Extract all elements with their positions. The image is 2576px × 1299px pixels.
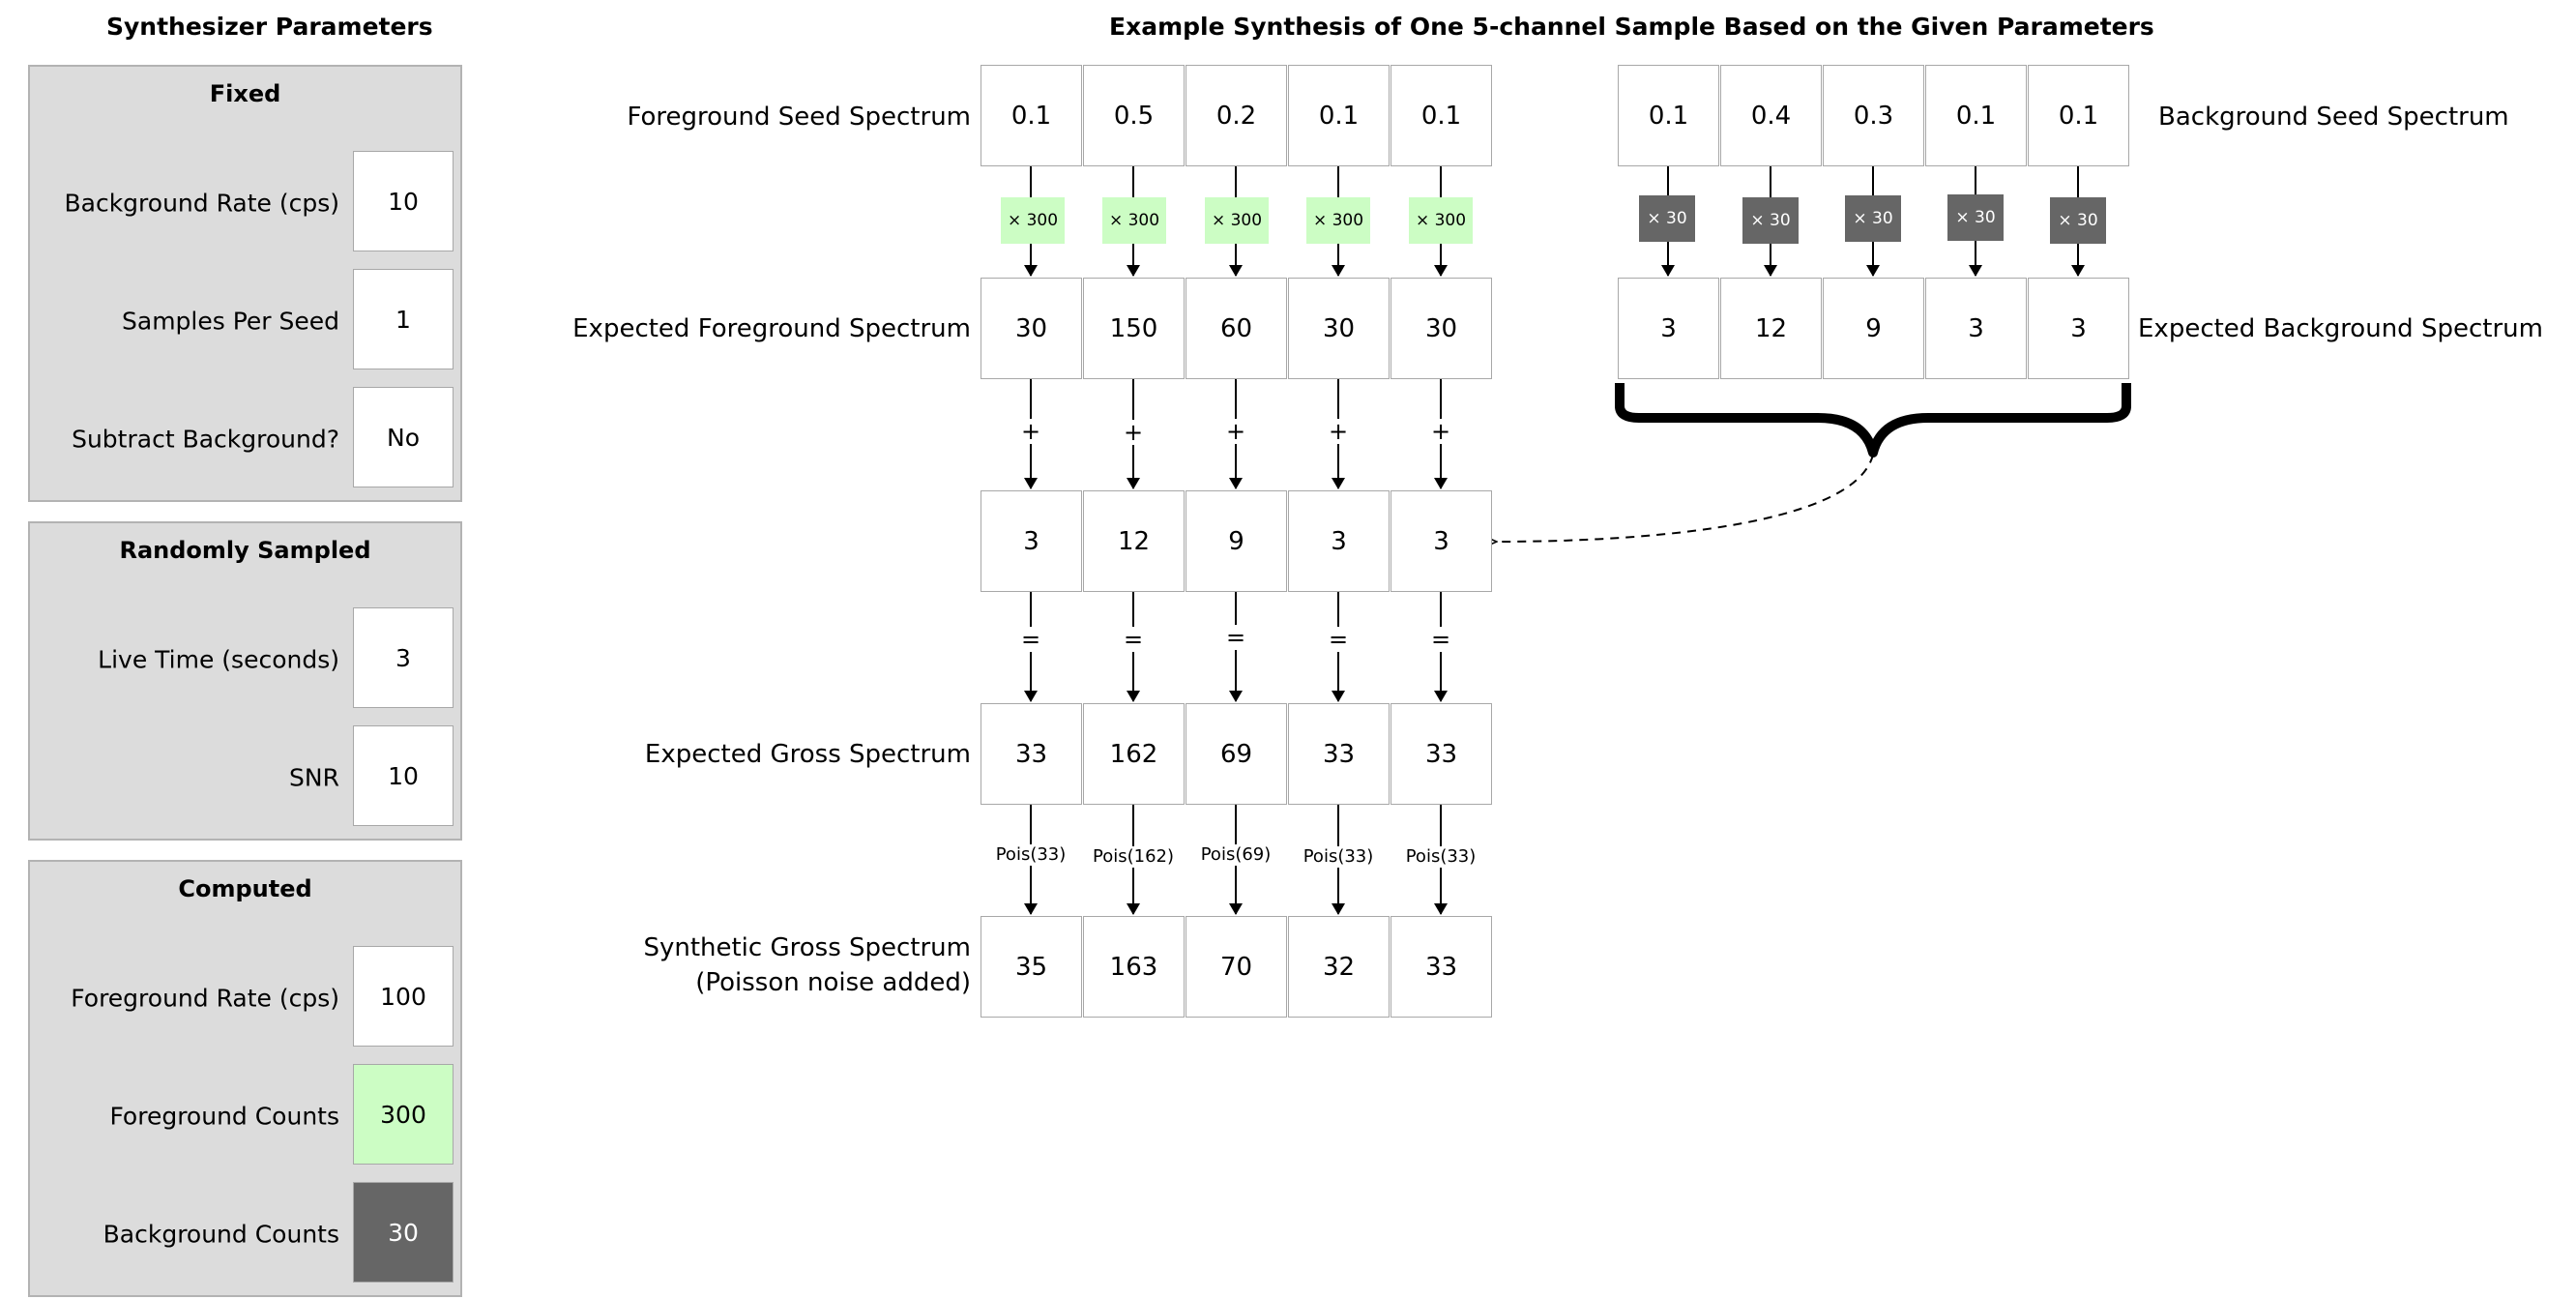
poisson-label: Pois(33) — [993, 844, 1068, 866]
live-time-value: 3 — [353, 607, 454, 708]
snr-value: 10 — [353, 725, 454, 826]
bg-expected-label: Expected Background Spectrum — [2138, 314, 2543, 343]
fg-expected-cell: 30 — [1390, 278, 1492, 379]
background-rate-label: Background Rate (cps) — [64, 189, 339, 218]
bg-multiplier-badge: × 30 — [1742, 197, 1799, 244]
background-rate-value: 10 — [353, 151, 454, 251]
fg-expected-cell: 30 — [981, 278, 1082, 379]
equals-operator: = — [1427, 627, 1454, 652]
fixed-panel-title: Fixed — [209, 80, 281, 107]
bg-multiplier-badge: × 30 — [1639, 195, 1695, 242]
fg-multiplier-badge: × 300 — [1205, 197, 1269, 244]
bg-added-cell: 9 — [1186, 490, 1287, 592]
snr-label: SNR — [289, 763, 339, 792]
fg-expected-cell: 30 — [1288, 278, 1390, 379]
fg-seed-cell: 0.1 — [981, 65, 1082, 166]
bg-added-cell: 3 — [1390, 490, 1492, 592]
samples-per-seed-label: Samples Per Seed — [122, 307, 339, 336]
gross-expected-cell: 33 — [981, 703, 1082, 805]
poisson-label: Pois(69) — [1198, 844, 1273, 866]
gross-synthetic-cell: 163 — [1083, 916, 1185, 1018]
fg-expected-label: Expected Foreground Spectrum — [572, 314, 971, 343]
gross-expected-cell: 162 — [1083, 703, 1185, 805]
gross-synthetic-cell: 35 — [981, 916, 1082, 1018]
fixed-panel: Fixed Background Rate (cps) 10 Samples P… — [28, 65, 462, 502]
background-brace — [1615, 383, 2131, 458]
foreground-rate-label: Foreground Rate (cps) — [71, 984, 339, 1013]
bg-seed-cell: 0.3 — [1823, 65, 1924, 166]
foreground-rate-value: 100 — [353, 946, 454, 1047]
equals-operator: = — [1325, 627, 1352, 652]
bg-added-cell: 3 — [981, 490, 1082, 592]
fg-expected-cell: 60 — [1186, 278, 1287, 379]
bg-multiplier-badge: × 30 — [1947, 194, 2004, 241]
fg-seed-cell: 0.5 — [1083, 65, 1185, 166]
equals-operator: = — [1017, 627, 1044, 652]
computed-panel: Computed Foreground Rate (cps) 100 Foreg… — [28, 860, 462, 1297]
plus-operator: + — [1427, 419, 1454, 444]
synthesizer-parameters-heading: Synthesizer Parameters — [106, 13, 433, 41]
bg-expected-cell: 3 — [1925, 278, 2027, 379]
equals-operator: = — [1120, 627, 1147, 652]
bg-expected-cell: 9 — [1823, 278, 1924, 379]
plus-operator: + — [1017, 419, 1044, 444]
bg-seed-cell: 0.1 — [2028, 65, 2129, 166]
bg-expected-cell: 3 — [2028, 278, 2129, 379]
bg-seed-cell: 0.4 — [1720, 65, 1822, 166]
fg-multiplier-badge: × 300 — [1001, 197, 1065, 244]
gross-expected-cell: 69 — [1186, 703, 1287, 805]
fg-multiplier-badge: × 300 — [1409, 197, 1473, 244]
fg-multiplier-badge: × 300 — [1306, 197, 1370, 244]
bg-multiplier-badge: × 30 — [1845, 195, 1901, 242]
fg-seed-cell: 0.1 — [1288, 65, 1390, 166]
subtract-background-label: Subtract Background? — [72, 425, 339, 454]
bg-added-cell: 12 — [1083, 490, 1185, 592]
fg-seed-cell: 0.2 — [1186, 65, 1287, 166]
poisson-label: Pois(33) — [1403, 846, 1478, 868]
poisson-label: Pois(162) — [1090, 846, 1177, 868]
background-counts-label: Background Counts — [102, 1220, 339, 1249]
bg-seed-cell: 0.1 — [1925, 65, 2027, 166]
bg-multiplier-badge: × 30 — [2050, 197, 2106, 244]
gross-synthetic-label-line1: Synthetic Gross Spectrum — [643, 933, 971, 962]
equals-operator: = — [1222, 625, 1249, 650]
gross-synthetic-cell: 32 — [1288, 916, 1390, 1018]
randomly-sampled-panel-title: Randomly Sampled — [119, 537, 371, 564]
live-time-label: Live Time (seconds) — [98, 645, 339, 674]
foreground-counts-label: Foreground Counts — [109, 1102, 339, 1131]
fg-multiplier-badge: × 300 — [1102, 197, 1166, 244]
subtract-background-value: No — [353, 387, 454, 487]
gross-expected-label: Expected Gross Spectrum — [644, 740, 971, 769]
plus-operator: + — [1325, 419, 1352, 444]
background-dashed-arrow — [1497, 454, 1874, 542]
background-counts-value: 30 — [353, 1182, 454, 1283]
fg-seed-label: Foreground Seed Spectrum — [627, 103, 971, 132]
bg-expected-cell: 3 — [1618, 278, 1719, 379]
randomly-sampled-panel: Randomly Sampled Live Time (seconds) 3 S… — [28, 521, 462, 841]
bg-seed-cell: 0.1 — [1618, 65, 1719, 166]
plus-operator: + — [1222, 419, 1249, 444]
gross-synthetic-label: Synthetic Gross Spectrum (Poisson noise … — [643, 930, 971, 1000]
example-synthesis-heading: Example Synthesis of One 5-channel Sampl… — [1109, 13, 2154, 41]
bg-expected-cell: 12 — [1720, 278, 1822, 379]
gross-expected-cell: 33 — [1288, 703, 1390, 805]
bg-seed-label: Background Seed Spectrum — [2158, 103, 2509, 132]
gross-synthetic-cell: 70 — [1186, 916, 1287, 1018]
fg-expected-cell: 150 — [1083, 278, 1185, 379]
plus-operator: + — [1120, 420, 1147, 445]
gross-synthetic-label-line2: (Poisson noise added) — [695, 968, 971, 997]
foreground-counts-value: 300 — [353, 1064, 454, 1165]
computed-panel-title: Computed — [178, 875, 312, 902]
gross-synthetic-cell: 33 — [1390, 916, 1492, 1018]
samples-per-seed-value: 1 — [353, 269, 454, 369]
poisson-label: Pois(33) — [1301, 846, 1376, 868]
fg-seed-cell: 0.1 — [1390, 65, 1492, 166]
bg-added-cell: 3 — [1288, 490, 1390, 592]
gross-expected-cell: 33 — [1390, 703, 1492, 805]
